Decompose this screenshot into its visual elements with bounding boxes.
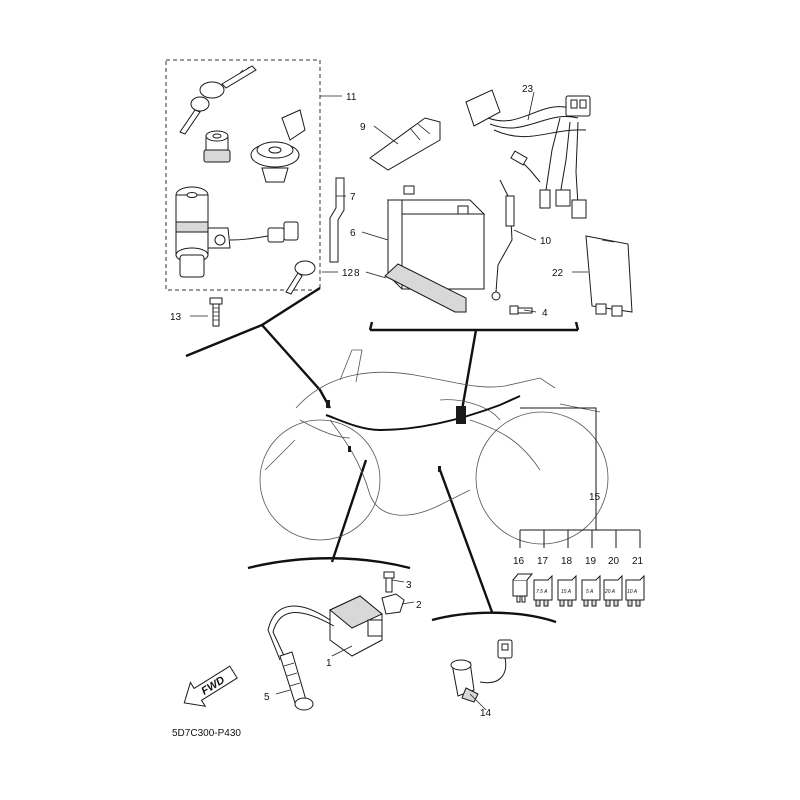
callout-11: 11 — [346, 92, 357, 103]
callout-14: 14 — [480, 708, 492, 719]
callout-22: 22 — [552, 268, 564, 279]
callout-10: 10 — [540, 236, 552, 247]
callout-leaders — [190, 91, 588, 711]
main-harness-line — [325, 395, 521, 432]
fuse-19-rating: 5 A — [586, 589, 594, 595]
motorcycle-outline — [259, 349, 609, 545]
forward-direction-arrow: FWD — [183, 665, 238, 707]
bolt-13-illustration — [209, 297, 223, 327]
callout-3: 3 — [406, 580, 412, 591]
main-switch-illustration — [175, 186, 299, 278]
callout-numbers: 11 12 13 9 7 6 8 10 23 22 4 15 16 17 18 … — [170, 84, 644, 719]
callout-2: 2 — [416, 600, 422, 611]
fuse-18-rating: 15 A — [561, 589, 572, 595]
callout-1: 1 — [326, 658, 332, 669]
battery-lead-illustration — [491, 179, 515, 301]
callout-5: 5 — [264, 692, 270, 703]
callout-4: 4 — [542, 308, 548, 319]
ignition-coil-group — [267, 571, 405, 711]
fuse-18-illustration: 15 A — [557, 574, 577, 607]
key-blank-illustration — [285, 260, 316, 295]
callout-15: 15 — [589, 492, 601, 503]
lock-set-group — [165, 59, 321, 327]
fuse-box-on-bike — [456, 406, 466, 424]
sub-lead-group — [465, 89, 591, 219]
leader-top-right — [368, 321, 580, 411]
callout-19: 19 — [585, 556, 597, 567]
battery-illustration — [386, 185, 486, 290]
key-set-illustration — [179, 65, 257, 135]
fuse-17-illustration: 7.5 A — [533, 574, 553, 607]
callout-16: 16 — [513, 556, 525, 567]
callout-7: 7 — [350, 192, 356, 203]
callout-6: 6 — [350, 228, 356, 239]
relay-16-illustration — [512, 573, 534, 603]
bolt-4-illustration — [509, 305, 533, 315]
callout-20: 20 — [608, 556, 620, 567]
fuse-17-rating: 7.5 A — [536, 589, 548, 595]
fuse-19-illustration: 5 A — [581, 574, 601, 607]
battery-pad-illustration — [384, 263, 467, 313]
fuse-group: 7.5 A 15 A 5 A 20 A 10 A — [512, 407, 645, 607]
fuse-20-rating: 20 A — [604, 589, 616, 595]
callout-8: 8 — [354, 268, 360, 279]
leader-bottom-left — [247, 459, 411, 570]
fuse-20-illustration: 20 A — [603, 574, 623, 607]
sensor-group — [450, 639, 513, 703]
callout-12: 12 — [342, 268, 354, 279]
lead-cover-illustration — [465, 89, 501, 127]
fuse-21-rating: 10 A — [627, 589, 638, 595]
fuse-box-cover-illustration — [585, 235, 633, 317]
leader-top-left — [185, 286, 332, 409]
leader-bottom-right — [431, 469, 557, 624]
callout-18: 18 — [561, 556, 573, 567]
battery-group — [329, 117, 533, 315]
callout-13: 13 — [170, 312, 182, 323]
battery-band-illustration — [369, 117, 441, 171]
fuel-cap-illustration — [250, 109, 306, 183]
battery-rod-illustration — [329, 177, 345, 263]
diagram-code: 5D7C300-P430 — [172, 728, 241, 739]
callout-9: 9 — [360, 122, 366, 133]
seat-lock-illustration — [203, 130, 231, 163]
fuse-21-illustration: 10 A — [625, 574, 645, 607]
callout-17: 17 — [537, 556, 549, 567]
callout-23: 23 — [522, 84, 534, 95]
callout-21: 21 — [632, 556, 644, 567]
